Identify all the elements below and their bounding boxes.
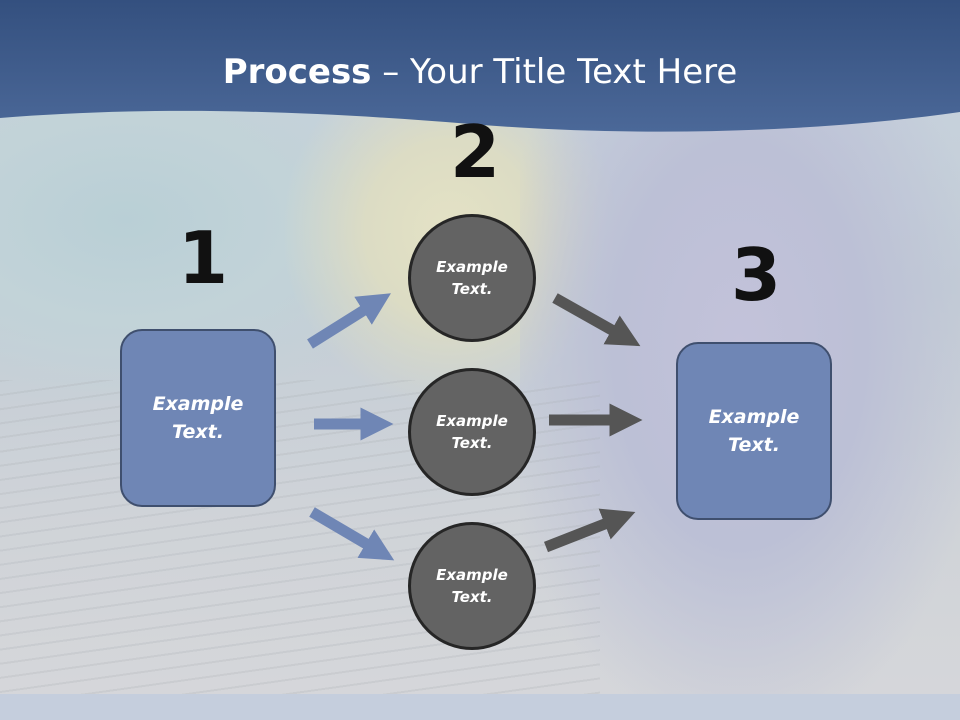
title-bold: Process [222,52,372,92]
title-rest: – Your Title Text Here [371,52,738,92]
arrow-top-to-3 [552,293,641,347]
bottom-band [0,694,960,720]
step-3-label: Example Text. [708,405,800,457]
circle-middle-label: Example Text. [436,411,508,453]
circle-top-label: Example Text. [436,257,508,299]
step-3-box: Example Text. [676,342,832,520]
circle-bottom: Example Text. [408,522,536,650]
step-number-2: 2 [450,110,501,194]
circle-middle: Example Text. [408,368,536,496]
header-banner [0,0,960,132]
step-number-3: 3 [731,233,782,317]
step-1-box: Example Text. [120,329,276,507]
arrow-1-to-top [307,293,391,349]
arrow-1-to-bottom [309,507,395,561]
arrow-bottom-to-3 [543,508,636,553]
step-number-1: 1 [178,216,229,300]
circle-top: Example Text. [408,214,536,342]
step-1-label: Example Text. [152,392,244,444]
page-title: Process – Your Title Text Here [0,52,960,92]
circle-bottom-label: Example Text. [436,565,508,607]
